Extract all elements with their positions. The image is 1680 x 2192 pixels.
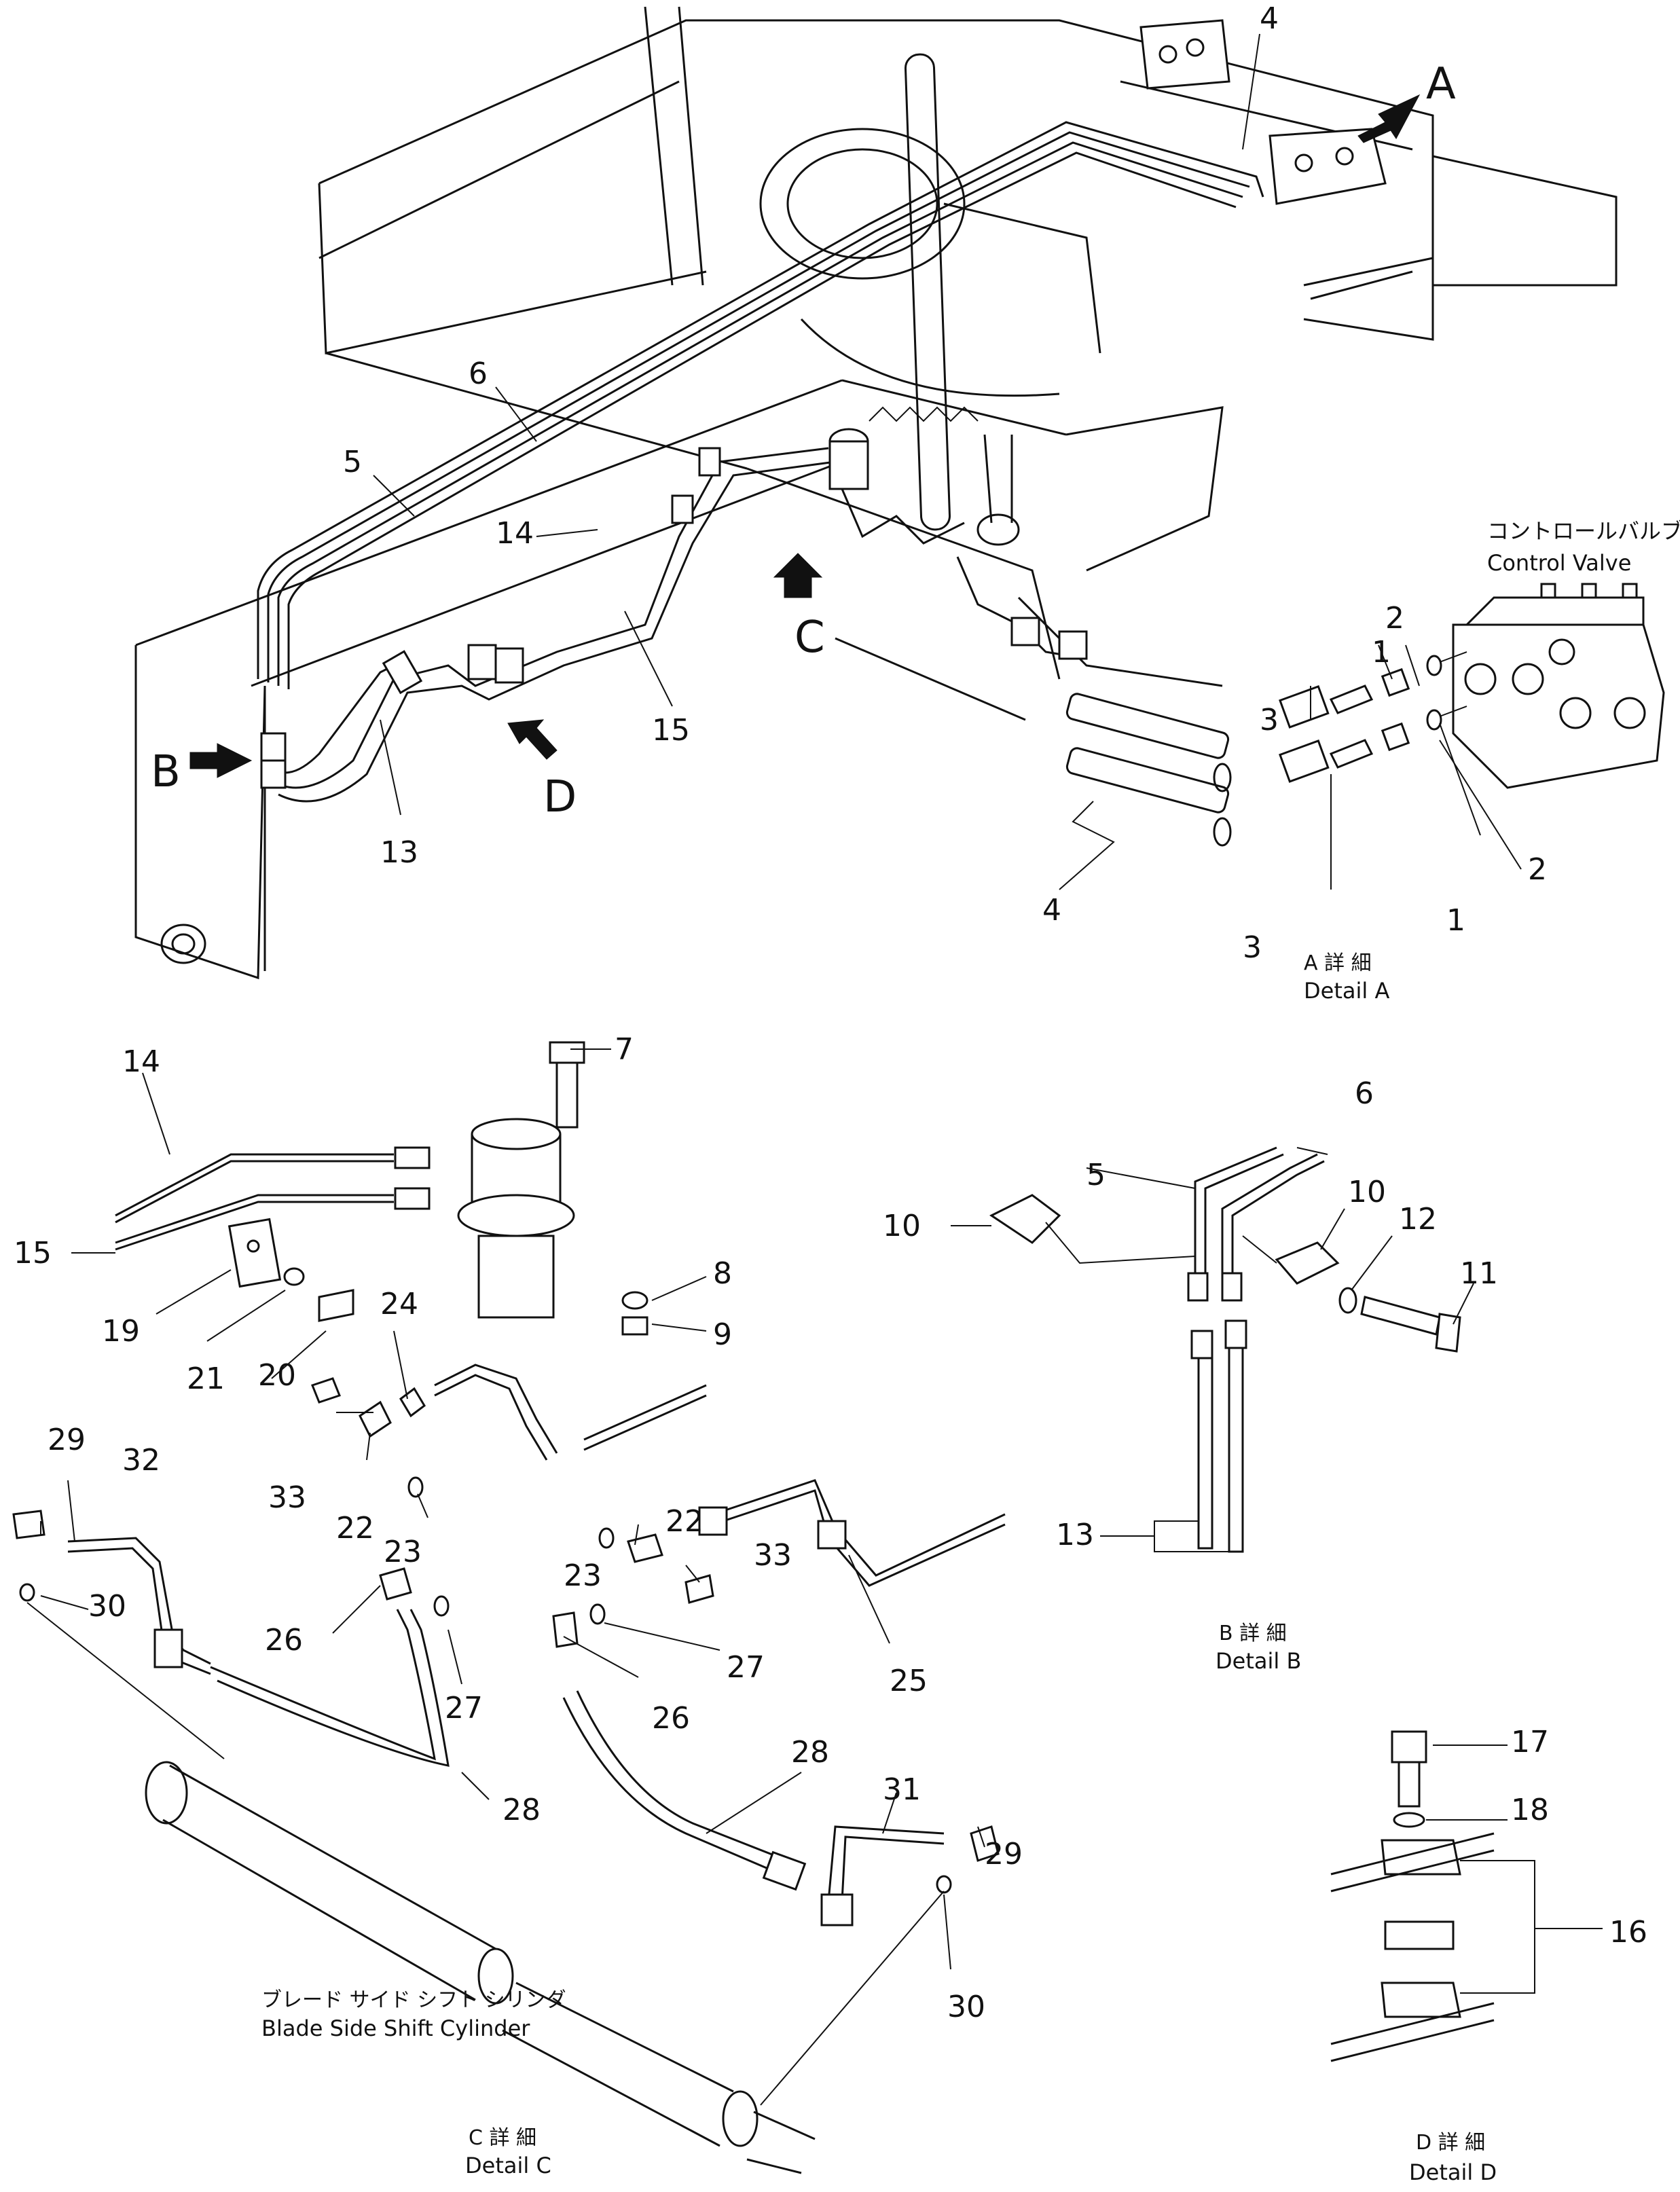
view-arrow-c: C	[773, 553, 825, 663]
control-valve-block-upper	[1139, 19, 1387, 205]
callout-23a: 23	[384, 1535, 422, 1569]
cylinder-jp-caption: ブレード サイド シフト シリンダ	[261, 1988, 566, 2012]
callout-33a: 33	[268, 1480, 306, 1515]
callout-4-detail: 4	[1042, 893, 1061, 928]
callout-29b: 29	[985, 1837, 1023, 1871]
chassis-frame	[134, 6, 1618, 980]
callout-5-detail: 5	[1086, 1158, 1106, 1192]
callout-16: 16	[1609, 1915, 1647, 1950]
leader-4-top	[1242, 33, 1260, 150]
callout-19: 19	[102, 1314, 140, 1349]
detail-a-jp-caption: A 詳 細	[1304, 951, 1372, 975]
callout-24: 24	[380, 1287, 418, 1321]
leader-13-top	[380, 719, 401, 816]
callout-30a: 30	[88, 1589, 126, 1624]
leader-15-top	[624, 610, 673, 707]
swivel-joint	[828, 428, 1088, 660]
callout-13-top: 13	[380, 835, 418, 870]
callout-8: 8	[713, 1256, 732, 1291]
callout-31: 31	[883, 1772, 921, 1807]
leader-6-top	[495, 386, 537, 442]
control-valve-body	[1452, 583, 1665, 789]
callout-5-top: 5	[343, 445, 362, 479]
callout-6-detail: 6	[1355, 1076, 1374, 1111]
callout-22b: 22	[665, 1504, 704, 1539]
callout-1a: 1	[1372, 635, 1391, 670]
view-arrow-a: A	[1357, 59, 1456, 143]
callout-6-top: 6	[469, 357, 488, 391]
view-letter-d: D	[543, 772, 577, 822]
callout-28a: 28	[503, 1793, 541, 1827]
callout-14-detail: 14	[122, 1044, 160, 1079]
detail-c-jp-caption: C 詳 細	[469, 2126, 536, 2150]
callout-32: 32	[122, 1443, 160, 1478]
callout-12: 12	[1399, 1202, 1437, 1237]
callout-18: 18	[1511, 1793, 1549, 1827]
control-valve-jp-label: コントロールバルブ	[1487, 518, 1680, 544]
view-letter-b: B	[151, 747, 181, 797]
callout-1b: 1	[1446, 903, 1465, 938]
callout-15-detail: 15	[14, 1236, 52, 1271]
view-arrow-d: D	[507, 719, 577, 822]
callout-28b: 28	[791, 1735, 829, 1770]
detail-b-jp-caption: B 詳 細	[1219, 1622, 1287, 1645]
callout-10b: 10	[1348, 1175, 1386, 1209]
callout-7: 7	[615, 1032, 634, 1067]
callout-27a: 27	[445, 1691, 483, 1725]
control-valve-en-label: Control Valve	[1487, 550, 1631, 576]
callout-22a: 22	[336, 1511, 374, 1546]
detail-a-caption: Detail A	[1304, 978, 1389, 1004]
detail-d-jp-caption: D 詳 細	[1416, 2131, 1485, 2155]
callout-4-top: 4	[1260, 1, 1279, 36]
callout-2a: 2	[1385, 601, 1404, 636]
main-pipe-run	[257, 121, 1264, 803]
view-letter-c: C	[795, 613, 825, 663]
callout-26b: 26	[652, 1701, 690, 1736]
leader-f	[1439, 739, 1522, 870]
fittings-detail-a	[1279, 651, 1467, 783]
callout-15-top: 15	[652, 713, 690, 748]
callout-3b: 3	[1243, 930, 1262, 965]
callout-29a: 29	[48, 1423, 86, 1457]
callout-33b: 33	[754, 1538, 792, 1573]
callout-10a: 10	[883, 1209, 921, 1243]
view-letter-a: A	[1426, 59, 1456, 109]
callout-25: 25	[890, 1664, 928, 1698]
hoses-detail-a	[1059, 693, 1232, 890]
callout-23b: 23	[564, 1558, 602, 1593]
detail-d: 17 18 16 D 詳 細 Detail D	[1330, 1725, 1647, 2185]
callout-17: 17	[1511, 1725, 1549, 1759]
leader-14-top	[536, 529, 598, 537]
blade-side-shift-cylinder	[26, 1602, 945, 2174]
callout-21: 21	[187, 1362, 225, 1396]
leader-5-top	[373, 475, 415, 517]
callout-13-detail: 13	[1056, 1518, 1094, 1552]
detail-b-caption: Detail B	[1216, 1648, 1301, 1674]
callout-26a: 26	[265, 1623, 303, 1658]
callout-27b: 27	[727, 1650, 765, 1685]
leader-d	[1439, 723, 1481, 836]
callout-2b: 2	[1528, 852, 1547, 887]
detail-b: 10 5 6 10 12 11 13 B 詳 細 Detail B	[883, 1076, 1498, 1674]
leader-e	[1378, 644, 1393, 680]
callout-30b: 30	[947, 1990, 985, 2024]
detail-d-caption: Detail D	[1409, 2159, 1497, 2185]
callout-20: 20	[258, 1358, 296, 1393]
callout-14-top: 14	[496, 516, 534, 551]
detail-c: 14 15 19 21 20 7 8 9 24 33 22 29 32 30 2…	[12, 1032, 1023, 2178]
leader-c	[1405, 644, 1420, 687]
detail-c-caption: Detail C	[465, 2153, 551, 2178]
detail-a: コントロールバルブ Control Valve	[1042, 518, 1680, 1004]
callout-11: 11	[1460, 1256, 1498, 1291]
callout-3a: 3	[1260, 703, 1279, 737]
main-assembly-view: A B C D 4 6 5 14 15 13	[134, 1, 1618, 980]
cylinder-caption: Blade Side Shift Cylinder	[261, 2015, 530, 2041]
callout-9: 9	[713, 1317, 732, 1352]
view-arrow-b: B	[151, 743, 253, 797]
